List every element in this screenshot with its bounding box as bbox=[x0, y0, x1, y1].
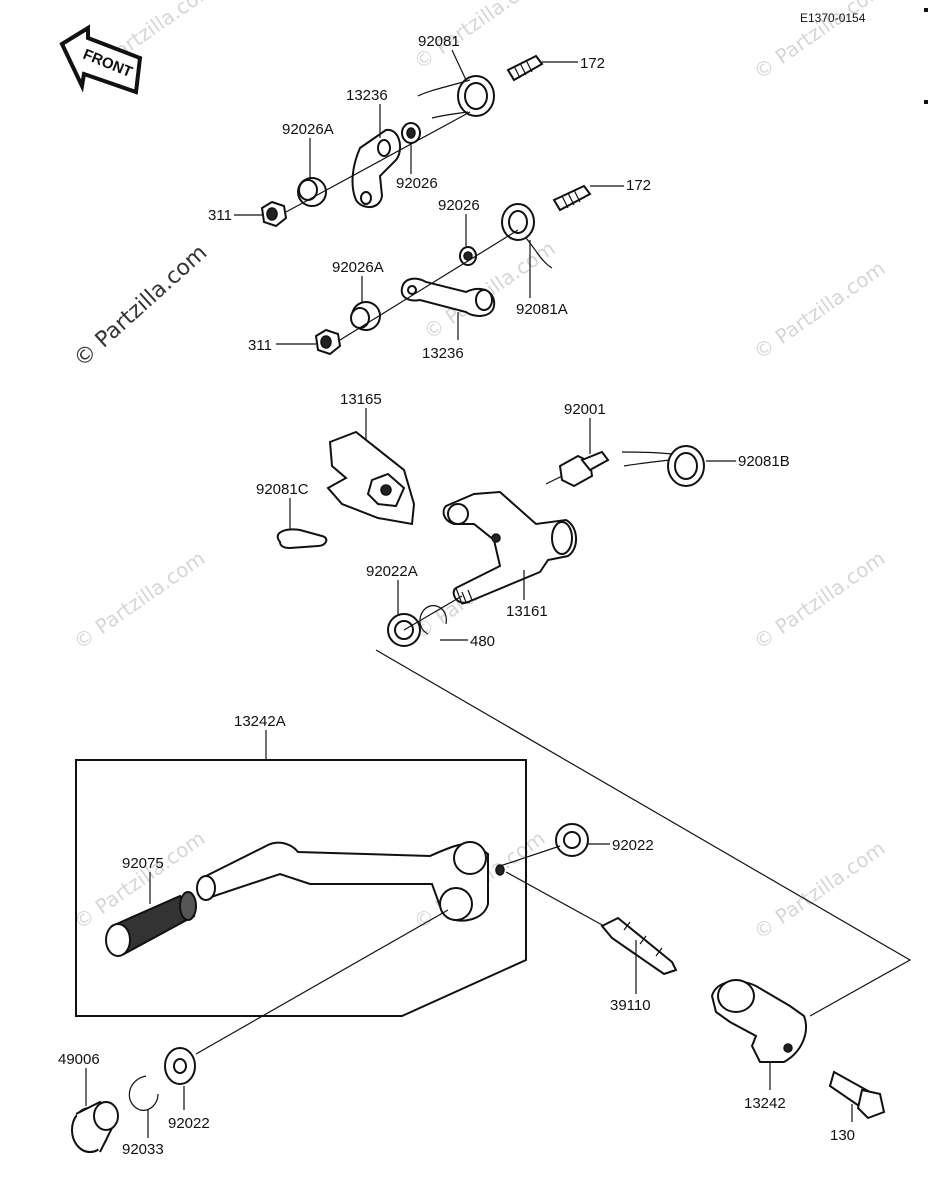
label-92081B: 92081B bbox=[738, 453, 790, 470]
label-92075: 92075 bbox=[122, 855, 164, 872]
label-13242A: 13242A bbox=[234, 713, 286, 730]
circlip-480 bbox=[419, 605, 447, 635]
assembly-frame-13242A bbox=[75, 759, 527, 1017]
watermark-dark: © Partzilla.com bbox=[69, 240, 212, 372]
spring-92081B bbox=[621, 445, 705, 487]
collar-92026A-mid bbox=[350, 301, 381, 331]
lever-13236-top bbox=[351, 128, 402, 208]
label-92022-right: 92022 bbox=[612, 837, 654, 854]
label-92033: 92033 bbox=[122, 1141, 164, 1158]
watermarks: © Partzilla.com © Partzilla.com © Partzi… bbox=[69, 0, 889, 944]
collar-49006 bbox=[71, 1100, 119, 1153]
circlip-92033 bbox=[128, 1075, 159, 1111]
washer-92026-top bbox=[401, 122, 421, 144]
label-49006: 49006 bbox=[58, 1051, 100, 1068]
axis-line bbox=[339, 229, 519, 341]
label-130: 130 bbox=[830, 1127, 855, 1144]
label-92081A: 92081A bbox=[516, 301, 568, 318]
bolt-130 bbox=[828, 1070, 886, 1120]
label-311-top: 311 bbox=[208, 207, 232, 224]
washer-92026-mid bbox=[459, 246, 477, 266]
plate-13165 bbox=[326, 430, 416, 526]
axis-line bbox=[499, 845, 561, 867]
bolt-39110 bbox=[600, 916, 678, 976]
callouts: 92081 172 13236 92026A 92026 311 172 920… bbox=[58, 33, 855, 1158]
shaft-13161 bbox=[442, 490, 577, 605]
spring-92081 bbox=[417, 75, 495, 119]
label-172-top: 172 bbox=[580, 55, 605, 72]
label-92081: 92081 bbox=[418, 33, 460, 50]
label-92026A-top: 92026A bbox=[282, 121, 334, 138]
label-92026-top: 92026 bbox=[396, 175, 438, 192]
label-92026A-mid: 92026A bbox=[332, 259, 384, 276]
axis-line bbox=[195, 909, 449, 1055]
axis-line bbox=[505, 871, 605, 927]
label-13236-top: 13236 bbox=[346, 87, 388, 104]
label-92026-mid: 92026 bbox=[438, 197, 480, 214]
front-arrow-icon: FRONT bbox=[59, 24, 143, 95]
clip-92081C bbox=[276, 528, 328, 550]
diagram-code: E1370-0154 bbox=[800, 11, 866, 25]
label-92022A: 92022A bbox=[366, 563, 418, 580]
washer-92022-bottom bbox=[164, 1047, 196, 1085]
corner-mark bbox=[924, 100, 928, 104]
axis-line bbox=[285, 111, 471, 213]
watermark: © Partzilla.com bbox=[749, 546, 889, 654]
axis-line bbox=[403, 595, 463, 631]
label-92081C: 92081C bbox=[256, 481, 309, 498]
label-13236-mid: 13236 bbox=[422, 345, 464, 362]
collar-92026A-top bbox=[297, 177, 327, 207]
watermark: © Partzilla.com bbox=[749, 836, 889, 944]
nut-311-top bbox=[260, 200, 288, 228]
label-172-mid: 172 bbox=[626, 177, 651, 194]
spring-92081A bbox=[501, 203, 553, 269]
label-13242: 13242 bbox=[744, 1095, 786, 1112]
label-92022-bottom: 92022 bbox=[168, 1115, 210, 1132]
label-13161: 13161 bbox=[506, 603, 548, 620]
arm-13242 bbox=[710, 979, 807, 1063]
label-480: 480 bbox=[470, 633, 495, 650]
label-92001: 92001 bbox=[564, 401, 606, 418]
watermark: © Partzilla.com bbox=[749, 256, 889, 364]
pedal-lever bbox=[196, 841, 505, 922]
watermark: © Partzilla.com bbox=[69, 546, 209, 654]
washer-92022-right bbox=[555, 823, 589, 857]
label-13165: 13165 bbox=[340, 391, 382, 408]
pin-92001 bbox=[545, 450, 610, 488]
rubber-92075 bbox=[105, 891, 197, 957]
label-311-mid: 311 bbox=[248, 337, 272, 354]
label-39110: 39110 bbox=[610, 997, 651, 1014]
pin-172-top bbox=[506, 54, 544, 82]
pin-172-mid bbox=[552, 184, 592, 212]
assembly-line bbox=[375, 649, 912, 1017]
nut-311-mid bbox=[314, 328, 342, 356]
corner-mark bbox=[924, 8, 928, 12]
